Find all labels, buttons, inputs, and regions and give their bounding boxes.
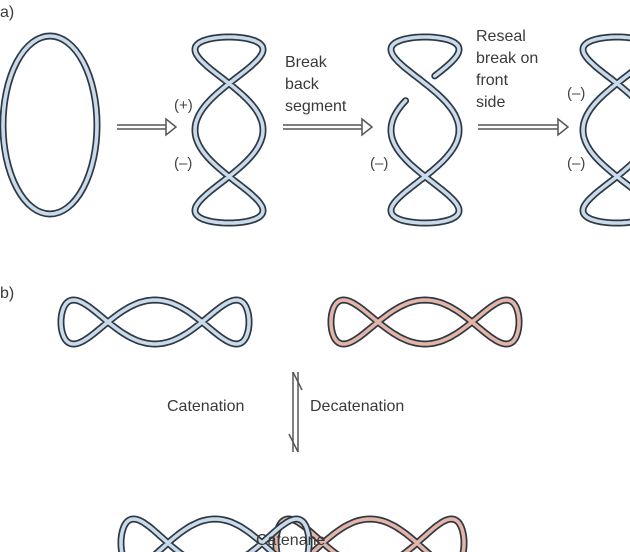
negative-crossing-sign: (–): [174, 155, 193, 172]
blue-circular-dna: [57, 296, 253, 348]
resealed-supercoiled-dna-outline: [579, 33, 630, 227]
catenane-blue-circle: [117, 515, 313, 552]
panel-a-label: a): [0, 4, 15, 21]
arrow-reseal-head-icon: [557, 117, 570, 137]
catenane-pink-circle: [272, 515, 468, 552]
catenane-blue-circle-fill: [119, 517, 311, 552]
broken-supercoiled-dna: [387, 33, 463, 227]
relaxed-circle-fill: [1, 34, 99, 216]
supercoiled-dna-two-crossings: [191, 33, 267, 227]
negative-crossing-sign: (–): [567, 155, 586, 172]
catenation-arrow-head-icon: [288, 433, 299, 453]
catenation-label: Catenation: [167, 398, 245, 415]
negative-crossing-sign: (–): [370, 155, 389, 172]
step2-label-line4: side: [476, 94, 506, 111]
arrow-break-head-icon: [361, 117, 374, 137]
decatenation-label: Decatenation: [310, 398, 405, 415]
supercoiled-dna-two-crossings-fill: [193, 35, 265, 225]
negative-crossing-sign: (–): [567, 85, 586, 102]
pink-circular-dna-fill: [329, 298, 521, 346]
step1-label-line1: Break: [285, 54, 327, 71]
broken-supercoiled-dna-fill: [389, 35, 461, 225]
arrow-to-supercoiled-head-icon: [165, 117, 178, 137]
resealed-supercoiled-dna-fill: [581, 35, 630, 225]
step1-label-line3: segment: [285, 98, 347, 115]
panel-b-label: b): [0, 285, 15, 302]
step1-label-line2: back: [285, 76, 319, 93]
positive-crossing-sign: (+): [174, 97, 193, 114]
pink-circular-dna: [327, 296, 523, 348]
step2-label-line3: front: [476, 72, 509, 89]
step2-label-line2: break on: [476, 50, 539, 67]
blue-circular-dna-fill: [59, 298, 251, 346]
catenane-label: Catenane: [256, 532, 326, 549]
resealed-supercoiled-dna: [579, 33, 630, 227]
step2-label-line1: Reseal: [476, 28, 526, 45]
catenane-pink-circle-fill: [274, 517, 466, 552]
